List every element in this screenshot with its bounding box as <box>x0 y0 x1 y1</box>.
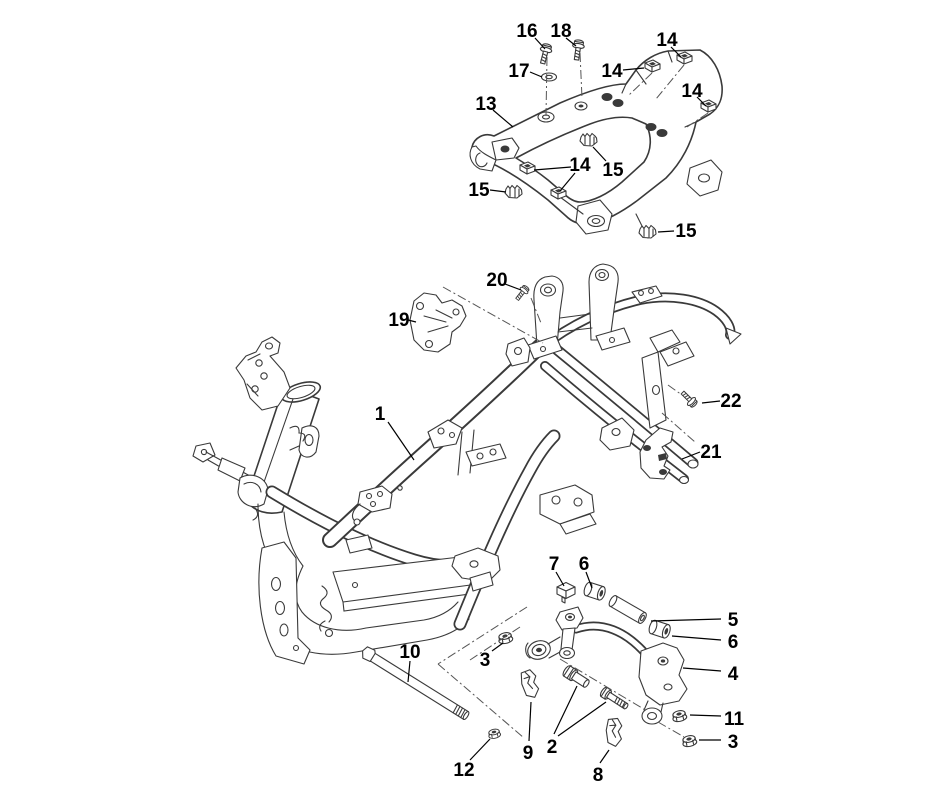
bolt-part-16 <box>536 42 554 66</box>
frame-upper-left-bracket <box>235 336 291 411</box>
callout-label-part-3-2: 3 <box>480 650 491 671</box>
frame-body-part-1 <box>192 263 742 665</box>
leader-line-part-21 <box>681 451 701 460</box>
nut-part-3-left <box>496 630 514 646</box>
leader-line-part-17 <box>529 71 543 78</box>
carrier-bracket-part-13 <box>469 49 723 239</box>
nut-part-12 <box>487 727 502 740</box>
frame-cable-end <box>324 628 334 638</box>
callout-layer: 1233456678910111213141414141515151617181… <box>375 21 745 786</box>
frame-seat-bracket <box>527 263 631 360</box>
callout-label-part-3-3: 3 <box>728 732 739 753</box>
callout-label-part-8-9: 8 <box>593 765 604 786</box>
callout-label-part-19-25: 19 <box>388 310 409 331</box>
leader-line-part-14 <box>622 67 645 71</box>
leader-line-part-1 <box>387 421 415 461</box>
bushing-part-6-right <box>647 618 673 640</box>
frame-left-gusset <box>258 541 311 665</box>
engine-hanger-link-part-4 <box>525 606 688 725</box>
leader-line-part-2 <box>553 685 578 735</box>
leader-line-part-9 <box>528 701 532 742</box>
leader-line-part-10 <box>407 660 411 683</box>
callout-label-part-10-11: 10 <box>399 642 420 663</box>
frame-cable-clip <box>319 585 332 632</box>
leader-line-part-14 <box>670 46 682 58</box>
bolt-part-2-b <box>598 685 631 713</box>
callout-label-part-17-23: 17 <box>508 61 529 82</box>
leader-line-part-8 <box>599 749 610 764</box>
bracket-plate-part-21 <box>639 427 674 480</box>
rubber-damper-part-15-b <box>579 132 598 147</box>
rubber-cushion-part-7 <box>556 581 576 604</box>
frame-lower-left-bracket <box>192 442 269 521</box>
leader-line-part-14 <box>559 172 576 192</box>
leader-line-part-15 <box>489 189 507 193</box>
rubber-damper-part-15-c <box>638 224 657 239</box>
callout-label-part-9-10: 9 <box>523 743 534 764</box>
callout-label-part-14-18: 14 <box>569 155 591 176</box>
callout-label-part-2-1: 2 <box>547 737 558 758</box>
leader-line-part-5 <box>650 618 722 622</box>
rubber-damper-part-15-a <box>504 184 523 199</box>
nut-part-11 <box>670 708 688 724</box>
callout-label-part-5-5: 5 <box>728 610 739 631</box>
bushing-part-6-top <box>582 580 608 602</box>
frame-hook-bracket <box>289 425 320 458</box>
leader-line-part-2 <box>557 701 607 737</box>
leader-line-part-3 <box>491 642 504 652</box>
leader-line-part-14 <box>696 96 707 107</box>
leader-line-part-16 <box>534 37 546 50</box>
callout-label-part-14-17: 14 <box>681 81 703 102</box>
bolt-part-18 <box>570 38 586 62</box>
leader-line-part-19 <box>407 319 417 323</box>
leader-line-part-11 <box>689 714 722 717</box>
callout-label-part-15-21: 15 <box>675 221 697 242</box>
callout-label-part-14-15: 14 <box>601 61 623 82</box>
bolt-part-22 <box>678 388 700 410</box>
callout-label-part-4-4: 4 <box>728 664 739 685</box>
callout-label-part-14-16: 14 <box>656 30 678 51</box>
callout-label-part-18-24: 18 <box>550 21 571 42</box>
washer-part-17 <box>540 72 558 82</box>
bracket-plate-part-19 <box>409 292 467 353</box>
leader-line-part-13 <box>492 109 514 128</box>
callout-label-part-15-20: 15 <box>602 160 624 181</box>
assembly-axis-lines <box>437 52 709 739</box>
callout-label-part-21-27: 21 <box>700 442 722 463</box>
callout-label-part-7-8: 7 <box>549 554 560 575</box>
bolt-part-20 <box>513 283 532 303</box>
leader-line-part-18 <box>565 37 577 47</box>
callout-label-part-13-14: 13 <box>475 94 496 115</box>
leader-line-part-6 <box>671 635 722 641</box>
leader-line-part-22 <box>701 400 721 404</box>
leader-line-part-4 <box>682 667 722 672</box>
callout-label-part-6-6: 6 <box>579 554 590 575</box>
callout-label-part-22-28: 22 <box>720 391 741 412</box>
callout-label-part-16-22: 16 <box>516 21 537 42</box>
leader-line-part-6 <box>585 571 593 589</box>
stopper-rubber-part-8 <box>604 716 625 748</box>
leader-line-part-14 <box>533 166 572 171</box>
leader-line-part-15 <box>592 146 607 162</box>
callout-label-part-12-13: 12 <box>453 760 474 781</box>
callout-label-part-6-7: 6 <box>728 632 739 653</box>
callout-label-part-20-26: 20 <box>486 270 507 291</box>
stopper-rubber-part-9 <box>519 668 541 700</box>
leader-line-part-7 <box>555 571 565 587</box>
frame-rear-rail-tip <box>725 327 742 345</box>
hanger-bolt-part-10 <box>362 646 470 721</box>
callout-label-part-1-0: 1 <box>375 404 386 425</box>
collar-pipe-part-5 <box>607 593 649 626</box>
leader-line-part-12 <box>469 738 491 761</box>
leader-line-part-15 <box>657 230 675 233</box>
frame-small-brackets <box>345 285 695 592</box>
callout-label-part-15-19: 15 <box>468 180 490 201</box>
leader-line-part-20 <box>504 283 522 291</box>
callout-label-part-11-12: 11 <box>724 709 745 730</box>
